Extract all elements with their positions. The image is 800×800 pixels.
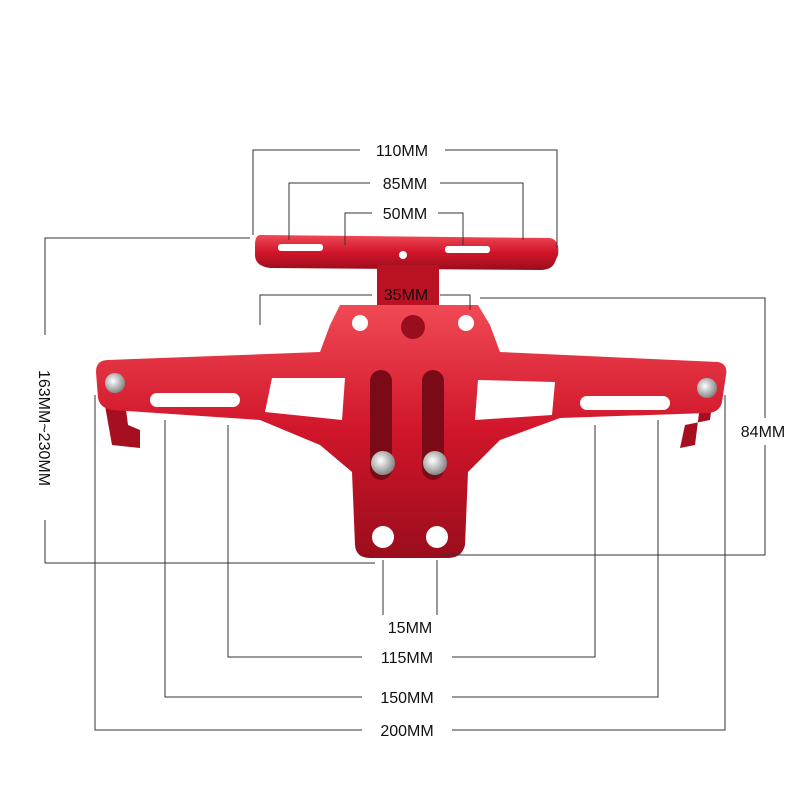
dim-label-35: 35MM <box>384 287 428 304</box>
center-boss <box>401 315 425 339</box>
dim-label-height-range: 163MM~230MM <box>35 370 52 486</box>
side-foot-right <box>680 404 712 448</box>
license-plate-bracket <box>96 234 727 558</box>
top-plate <box>255 234 559 270</box>
hex-bolt-icon <box>105 373 125 393</box>
dim-label-110: 110MM <box>376 143 428 160</box>
main-body <box>96 305 727 558</box>
side-foot-left <box>104 400 140 448</box>
stem <box>377 265 439 305</box>
dim-label-50: 50MM <box>383 206 427 223</box>
hex-bolt-icon <box>697 378 717 398</box>
dim-label-85: 85MM <box>383 176 427 193</box>
hex-bolt-icon <box>371 451 395 475</box>
dim-label-150: 150MM <box>380 690 433 707</box>
dim-label-200: 200MM <box>380 723 433 740</box>
dimension-lines <box>44 149 766 731</box>
hex-bolt-icon <box>423 451 447 475</box>
dim-label-84: 84MM <box>741 424 785 441</box>
dim-label-15: 15MM <box>388 620 432 637</box>
dim-label-115: 115MM <box>381 650 433 667</box>
